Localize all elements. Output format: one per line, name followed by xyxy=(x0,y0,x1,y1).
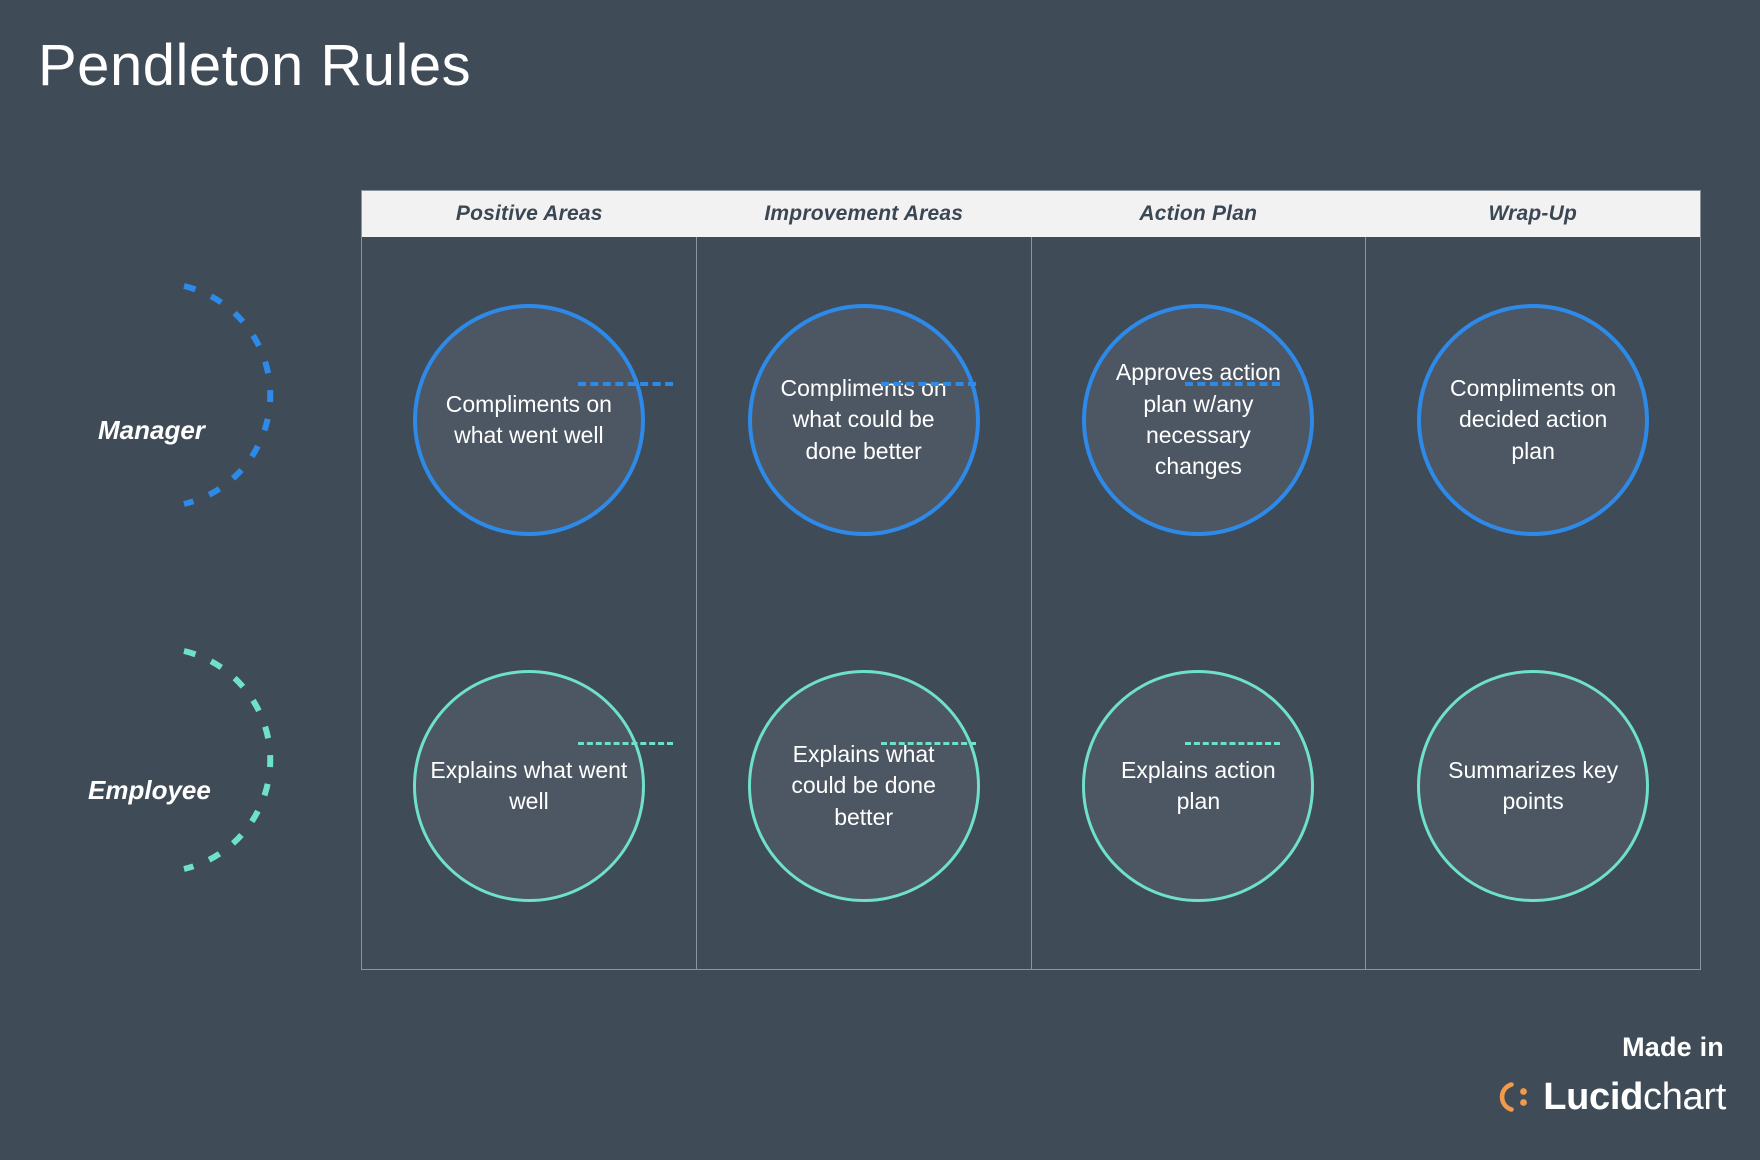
node-employee-positive-areas[interactable]: Explains what went well xyxy=(412,670,645,902)
page-title: Pendleton Rules xyxy=(38,33,472,98)
lucidchart-logo: Lucidchart xyxy=(1498,1078,1726,1116)
lucidchart-mark-icon xyxy=(1499,1082,1528,1112)
matrix-cell-manager-wrap-up: Compliments on decided action plan xyxy=(1366,237,1700,603)
connector-employee-1-2 xyxy=(578,742,673,745)
lucidchart-wordmark: Lucidchart xyxy=(1543,1078,1726,1116)
matrix-cell-employee-improvement-areas: Explains what could be done better xyxy=(697,603,1031,969)
matrix-cell-employee-positive-areas: Explains what went well xyxy=(362,603,696,969)
node-manager-action-plan[interactable]: Approves action plan w/any necessary cha… xyxy=(1082,304,1315,536)
matrix-column-improvement-areas: Compliments on what could be done better… xyxy=(697,237,1032,969)
connector-employee-2-3 xyxy=(881,742,976,745)
lucid-word-thin: chart xyxy=(1643,1076,1726,1118)
employee-bracket-arc xyxy=(183,648,274,872)
lucid-word-bold: Lucid xyxy=(1543,1076,1644,1118)
connector-employee-3-4 xyxy=(1185,742,1280,745)
matrix-cell-manager-positive-areas: Compliments on what went well xyxy=(362,237,696,603)
node-label: Compliments on what went well xyxy=(445,390,612,448)
node-label: Approves action plan w/any necessary cha… xyxy=(1115,359,1281,480)
matrix-cell-manager-improvement-areas: Compliments on what could be done better xyxy=(697,237,1031,603)
row-label-manager: Manager xyxy=(98,415,205,445)
row-label-employee: Employee xyxy=(88,775,211,805)
matrix-column-action-plan: Approves action plan w/any necessary cha… xyxy=(1032,237,1367,969)
matrix-grid: Positive Areas Improvement Areas Action … xyxy=(361,190,1701,970)
node-employee-action-plan[interactable]: Explains action plan xyxy=(1082,670,1315,902)
matrix-header-row: Positive Areas Improvement Areas Action … xyxy=(362,191,1700,237)
column-header-improvement-areas: Improvement Areas xyxy=(764,202,964,225)
matrix-column-wrap-up: Compliments on decided action plan Summa… xyxy=(1366,237,1700,969)
node-label: Explains what could be done better xyxy=(791,741,936,830)
matrix-column-positive-areas: Compliments on what went well Explains w… xyxy=(362,237,697,969)
matrix-cell-employee-action-plan: Explains action plan xyxy=(1032,603,1366,969)
node-manager-positive-areas[interactable]: Compliments on what went well xyxy=(412,304,645,536)
node-manager-wrap-up[interactable]: Compliments on decided action plan xyxy=(1417,304,1650,536)
node-label: Explains what went well xyxy=(430,756,628,814)
made-in-label: Made in xyxy=(1622,1032,1724,1062)
connector-manager-2-3 xyxy=(881,382,976,386)
matrix-cell-manager-action-plan: Approves action plan w/any necessary cha… xyxy=(1032,237,1366,603)
column-header-positive-areas: Positive Areas xyxy=(455,202,603,225)
node-employee-improvement-areas[interactable]: Explains what could be done better xyxy=(747,670,980,902)
node-label: Summarizes key points xyxy=(1448,756,1619,814)
node-label: Compliments on what could be done better xyxy=(780,375,947,464)
connector-manager-3-4 xyxy=(1185,382,1280,386)
manager-bracket-arc xyxy=(183,283,274,507)
connector-manager-1-2 xyxy=(578,382,673,386)
node-manager-improvement-areas[interactable]: Compliments on what could be done better xyxy=(747,304,980,536)
column-header-action-plan: Action Plan xyxy=(1139,202,1258,225)
matrix-cell-employee-wrap-up: Summarizes key points xyxy=(1366,603,1700,969)
matrix-body: Compliments on what went well Explains w… xyxy=(362,237,1700,969)
node-label: Explains action plan xyxy=(1121,756,1276,814)
column-header-wrap-up: Wrap-Up xyxy=(1488,202,1577,225)
node-employee-wrap-up[interactable]: Summarizes key points xyxy=(1417,670,1650,902)
node-label: Compliments on decided action plan xyxy=(1450,375,1617,464)
